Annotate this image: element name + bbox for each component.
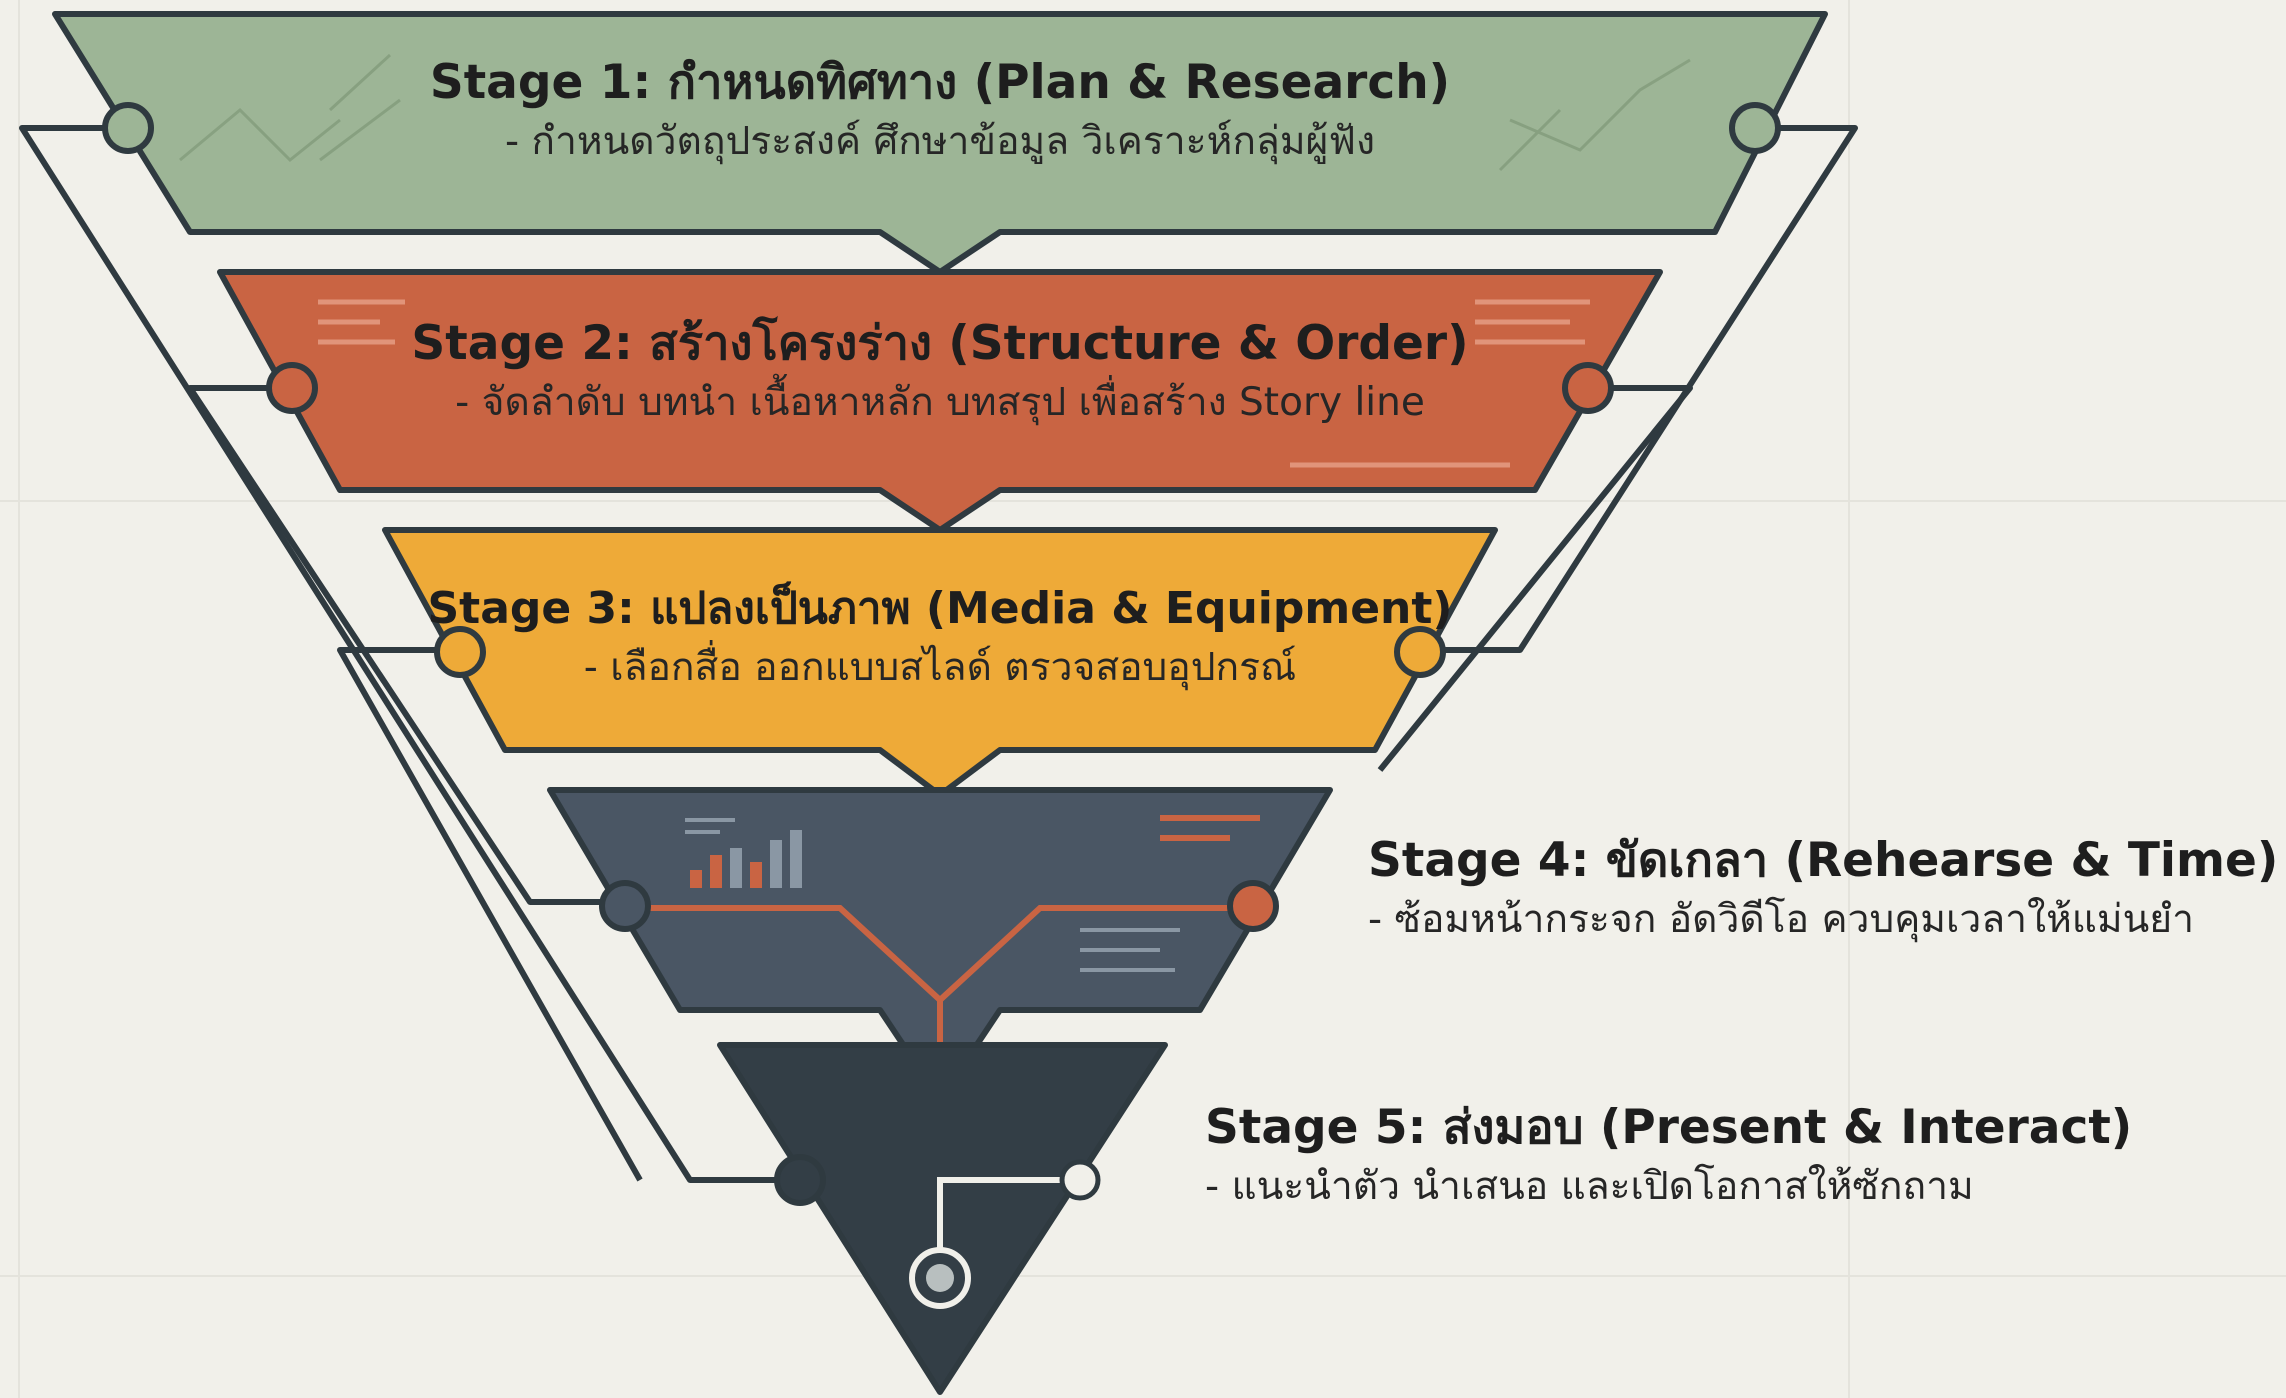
stage-3-title: Stage 3: แปลงเป็นภาพ (Media & Equipment) [427, 583, 1453, 634]
stage-2-desc: - จัดลำดับ บทนำ เนื้อหาหลัก บทสรุป เพื่อ… [455, 380, 1425, 425]
stage-4-title: Stage 4: ขัดเกลา (Rehearse & Time) [1368, 833, 2279, 888]
stage-2-text: Stage 2: สร้างโครงร่าง (Structure & Orde… [290, 313, 1590, 431]
stage-2-decoration [318, 299, 1590, 468]
stage-3-left-node [434, 626, 486, 678]
stage-1-text: Stage 1: กำหนดทิศทาง (Plan & Research) -… [290, 52, 1590, 170]
stage-4-text: Stage 4: ขัดเกลา (Rehearse & Time) - ซ้อ… [1368, 830, 2278, 948]
grid-line [0, 1275, 2286, 1277]
stage-2-right-node [1562, 362, 1614, 414]
stage-3-band [382, 527, 1498, 798]
stage-1-title: Stage 1: กำหนดทิศทาง (Plan & Research) [429, 55, 1451, 110]
stage-5-desc: - แนะนำตัว นำเสนอ และเปิดโอกาสให้ซักถาม [1205, 1164, 1974, 1209]
stage-4-left-node [599, 880, 651, 932]
stage-5-title: Stage 5: ส่งมอบ (Present & Interact) [1205, 1100, 2133, 1155]
outer-frame-lines [19, 125, 1858, 1183]
stage-5-left-node [774, 1154, 826, 1206]
stage-3-desc: - เลือกสื่อ ออกแบบสไลด์ ตรวจสอบอุปกรณ์ [583, 645, 1297, 690]
stage-1-desc: - กำหนดวัตถุประสงค์ ศึกษาข้อมูล วิเคราะห… [504, 119, 1376, 164]
grid-line [0, 500, 2286, 502]
grid-line [1848, 0, 1850, 1398]
stage-2-left-node [266, 362, 318, 414]
stage-1-right-node [1729, 102, 1781, 154]
stage-4-desc: - ซ้อมหน้ากระจก อัดวิดีโอ ควบคุมเวลาให้แ… [1368, 897, 2195, 942]
stage-5-text: Stage 5: ส่งมอบ (Present & Interact) - แ… [1205, 1097, 2132, 1215]
grid-line [18, 0, 20, 1398]
stage-1-decoration [179, 53, 1691, 172]
stage-3-text: Stage 3: แปลงเป็นภาพ (Media & Equipment)… [390, 578, 1490, 696]
stage-4-right-node [1227, 880, 1279, 932]
stage-3-right-node [1394, 626, 1446, 678]
stage-1-band [52, 11, 1828, 275]
stage-2-title: Stage 2: สร้างโครงร่าง (Structure & Orde… [411, 316, 1469, 371]
stage-5-decoration [909, 1159, 1101, 1309]
stage-1-left-node [102, 102, 154, 154]
